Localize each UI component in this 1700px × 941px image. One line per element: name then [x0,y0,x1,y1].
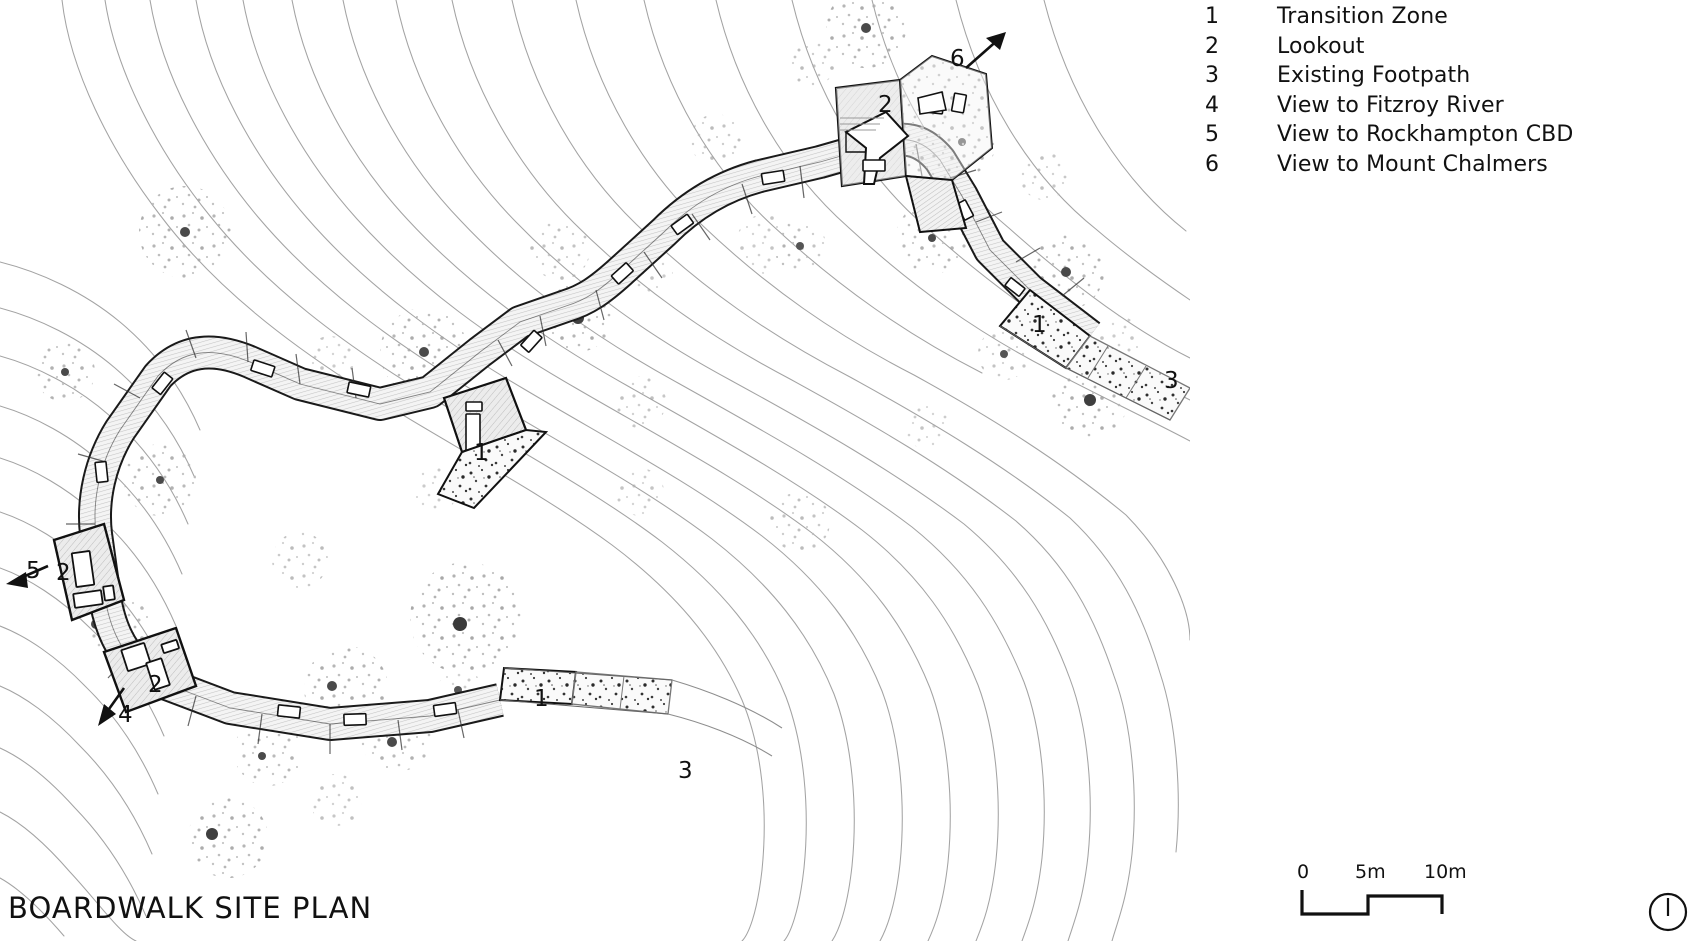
scale-tick-10: 10m [1424,861,1467,883]
legend-label: View to Rockhampton CBD [1277,122,1574,147]
existing-footpath-northeast [999,325,1190,421]
scale-bar: 0 5m 10m [1297,862,1557,932]
plan-label-footpath-ne: 3 [1164,368,1179,394]
legend-number: 3 [1205,63,1220,88]
legend: 1 Transition Zone 2 Lookout 3 Existing F… [1205,2,1675,179]
legend-item-2: 2 Lookout [1205,32,1675,62]
legend-label: Existing Footpath [1277,63,1471,88]
scale-tick-5: 5m [1355,861,1386,883]
plan-label-lookout-west-lower: 2 [148,672,163,698]
page-title: BOARDWALK SITE PLAN [8,891,373,925]
site-plan-drawing: 2 2 2 1 1 1 3 3 6 5 4 [0,0,1190,941]
plan-label-view-4: 4 [118,702,133,728]
plan-label-transition-sw: 1 [534,686,549,712]
lookout-platform-north [834,54,994,234]
north-arrow-icon [1646,890,1690,934]
site-plan-svg: 2 2 2 1 1 1 3 3 6 5 4 [0,0,1190,941]
legend-label: View to Fitzroy River [1277,92,1504,118]
scale-bar-graphic [1300,890,1444,916]
view-arrow-fitzroy-river: 4 [98,687,133,728]
legend-label: View to Mount Chalmers [1277,151,1548,177]
plan-label-view-5: 5 [26,558,41,584]
view-arrow-mount-chalmers: 6 [950,32,1006,72]
legend-label: Transition Zone [1277,4,1448,29]
legend-number: 1 [1205,4,1220,29]
existing-footpath-southwest [499,667,783,757]
legend-item-3: 3 Existing Footpath [1205,61,1675,91]
plan-label-transition-mid: 1 [474,440,489,466]
legend-item-4: 4 View to Fitzroy River [1205,91,1675,121]
plan-label-lookout-north: 2 [878,92,893,118]
vegetation-canopies [35,0,1142,878]
plan-label-view-6: 6 [950,46,965,72]
legend-item-1: 1 Transition Zone [1205,2,1675,32]
legend-item-6: 6 View to Mount Chalmers [1205,150,1675,180]
legend-number: 2 [1205,33,1220,59]
plan-label-lookout-west-upper: 2 [56,560,71,586]
legend-number: 4 [1205,92,1220,118]
plan-number-labels: 2 2 2 1 1 1 3 3 [56,92,1179,784]
legend-number: 6 [1205,151,1220,177]
lookout-platform-west-upper [52,522,126,622]
legend-number: 5 [1205,122,1220,147]
view-arrow-rockhampton-cbd: 5 [6,558,49,588]
legend-label: Lookout [1277,33,1365,59]
transition-zone-mid [436,376,549,510]
legend-item-5: 5 View to Rockhampton CBD [1205,120,1675,150]
scale-tick-0: 0 [1297,861,1310,883]
lookout-platform-west-lower [102,626,198,714]
plan-label-transition-ne: 1 [1032,312,1047,338]
plan-label-footpath-sw: 3 [678,758,693,784]
deck-openings [94,159,1026,727]
